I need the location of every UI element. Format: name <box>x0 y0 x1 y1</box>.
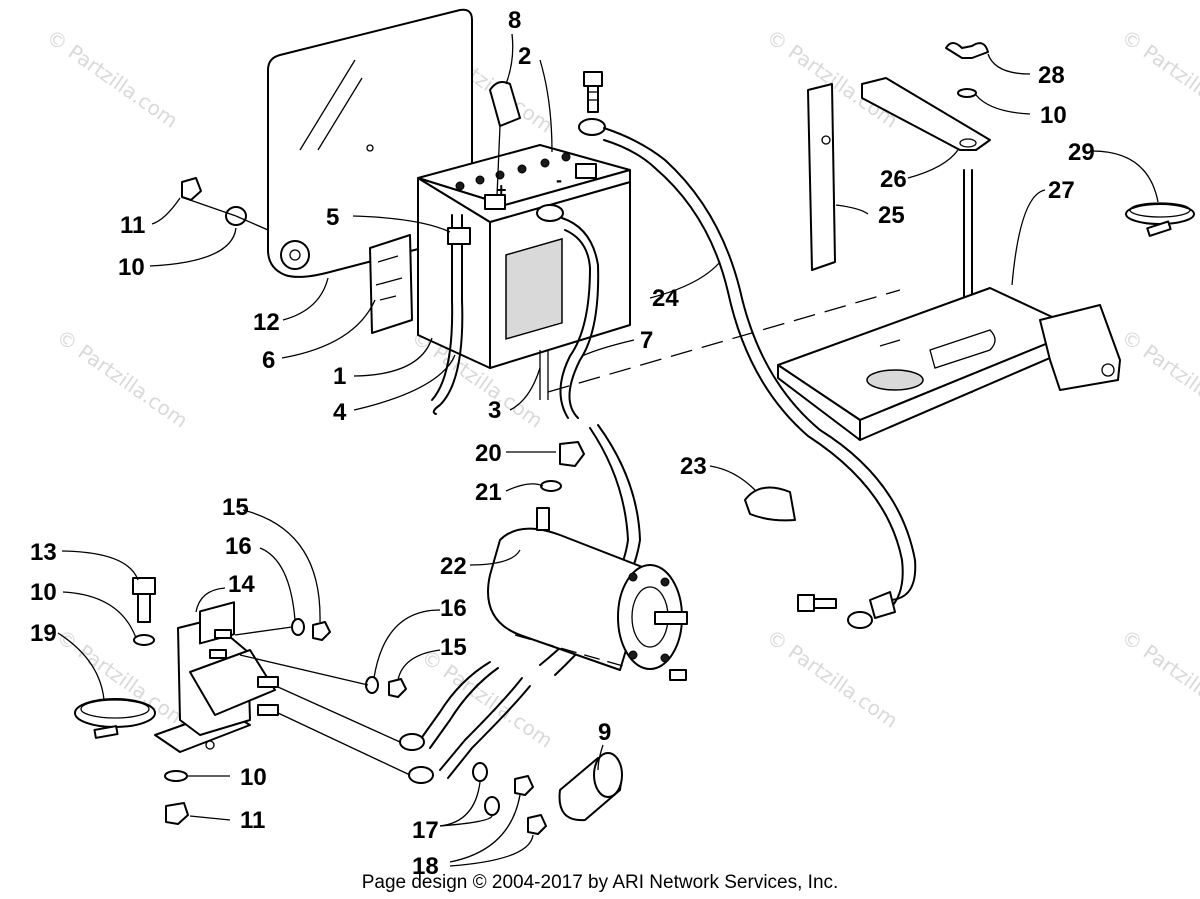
watermark: © Partzilla.com <box>1117 324 1200 432</box>
callout-22: 22 <box>440 553 467 580</box>
watermark: © Partzilla.com <box>1117 624 1200 732</box>
callout-3: 3 <box>488 397 501 424</box>
lock-washer <box>472 762 488 782</box>
negative-terminal-mark: - <box>556 170 562 190</box>
bolt <box>132 577 156 623</box>
positive-terminal-mark: + <box>496 180 507 200</box>
callout-16a: 16 <box>225 533 252 560</box>
callout-21: 21 <box>475 479 502 506</box>
nut <box>559 441 585 467</box>
watermark: © Partzilla.com <box>1117 24 1200 132</box>
callout-7: 7 <box>640 327 653 354</box>
callout-2: 2 <box>518 43 531 70</box>
battery-warning-label <box>505 237 563 340</box>
callout-11a: 11 <box>120 212 145 239</box>
callout-9: 9 <box>598 719 611 746</box>
callout-10c: 10 <box>30 579 57 606</box>
footer-copyright: Page design © 2004-2017 by ARI Network S… <box>361 872 839 893</box>
callout-10a: 10 <box>118 254 145 281</box>
terminal-cap <box>489 81 521 127</box>
starter-motor <box>487 507 688 681</box>
callout-12: 12 <box>253 309 280 336</box>
callout-29: 29 <box>1068 139 1095 166</box>
vent-tube <box>432 214 464 415</box>
washer <box>164 770 188 782</box>
nut <box>165 802 189 825</box>
washer <box>133 634 155 646</box>
callout-10b: 10 <box>1040 102 1067 129</box>
watermark: © Partzilla.com <box>52 324 192 432</box>
washer <box>957 88 977 98</box>
tie-strap-lower <box>74 698 156 739</box>
callout-15a: 15 <box>222 494 249 521</box>
callout-10d: 10 <box>240 764 267 791</box>
watermark: © Partzilla.com <box>762 624 902 732</box>
callout-8: 8 <box>508 7 521 34</box>
starter-solenoid <box>154 601 279 753</box>
battery-pad <box>369 234 413 334</box>
callout-27: 27 <box>1048 177 1075 204</box>
hold-down-strap <box>861 77 991 151</box>
battery-tray <box>777 287 1121 441</box>
battery-bolt <box>583 71 603 113</box>
cable-clip <box>744 486 796 522</box>
solenoid-cable <box>419 661 491 741</box>
callout-25: 25 <box>878 202 905 229</box>
watermark: © Partzilla.com <box>42 24 182 132</box>
callout-6: 6 <box>262 347 275 374</box>
callout-13: 13 <box>30 539 57 566</box>
callout-5: 5 <box>326 204 339 231</box>
lock-washer <box>484 796 500 816</box>
callout-1: 1 <box>333 363 346 390</box>
callout-17: 17 <box>412 817 439 844</box>
battery: + - <box>417 144 631 369</box>
nut <box>388 678 407 698</box>
callout-18: 18 <box>412 853 439 880</box>
lock-washer <box>291 618 305 636</box>
nut <box>514 775 534 796</box>
callout-14: 14 <box>228 571 255 598</box>
callouts: 1 2 3 4 5 6 7 8 9 10 10 10 10 11 11 12 1… <box>30 7 1095 880</box>
callout-23: 23 <box>680 453 707 480</box>
callout-19: 19 <box>30 620 57 647</box>
callout-26: 26 <box>880 166 907 193</box>
nut <box>312 621 331 641</box>
tie-strap <box>1125 202 1195 237</box>
callout-11b: 11 <box>240 807 265 834</box>
callout-15b: 15 <box>440 634 467 661</box>
nut <box>527 814 547 835</box>
callout-16b: 16 <box>440 595 467 622</box>
nut <box>181 177 202 201</box>
callout-28: 28 <box>1038 62 1065 89</box>
leader-lines <box>57 33 1159 867</box>
ground-bolt <box>797 594 837 612</box>
callout-4: 4 <box>333 399 347 426</box>
lock-washer <box>540 480 562 492</box>
wing-nut <box>945 42 989 59</box>
hold-down-bracket <box>807 83 836 271</box>
callout-20: 20 <box>475 440 502 467</box>
negative-cable <box>578 118 917 629</box>
callout-24: 24 <box>652 285 679 312</box>
